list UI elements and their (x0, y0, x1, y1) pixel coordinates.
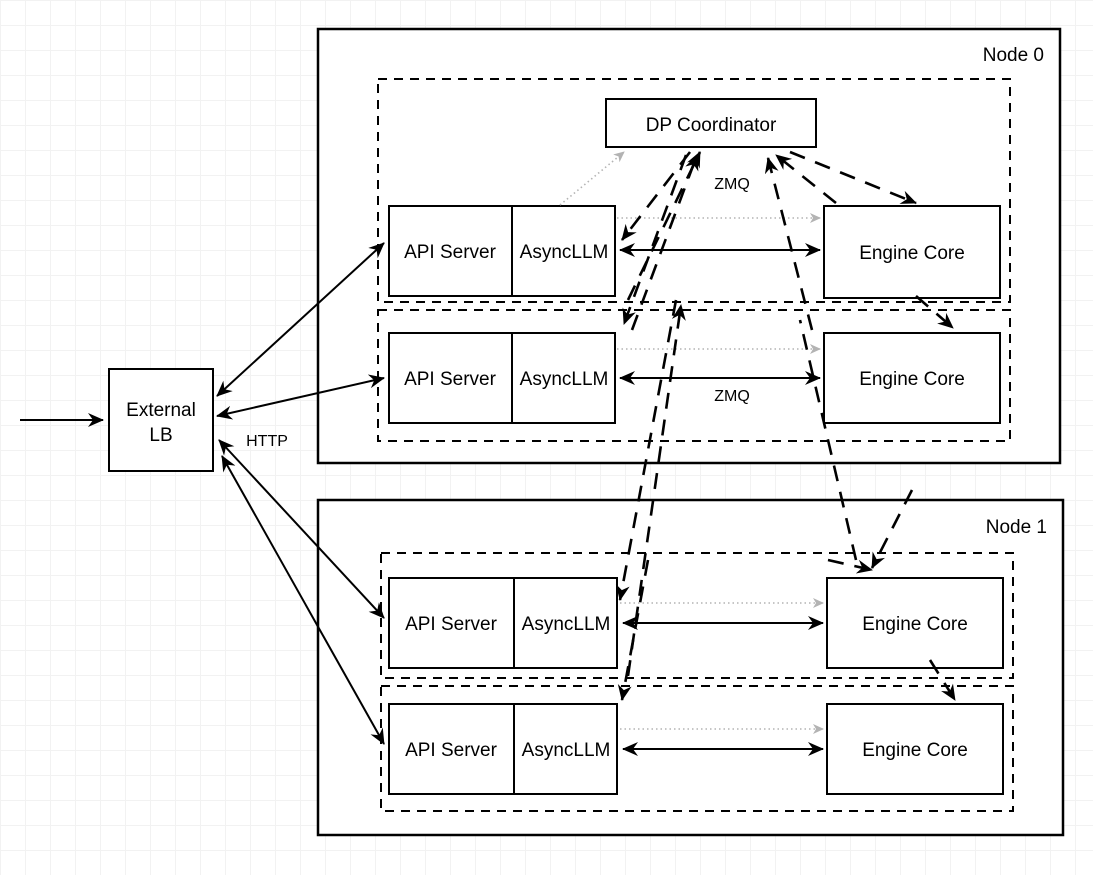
node-0-label: Node 0 (983, 45, 1044, 66)
node-0-group-0-frame (377, 78, 1011, 303)
external-lb-box[interactable] (108, 368, 214, 472)
http-edge-lb-to-node0-group1 (216, 374, 385, 420)
node-0-group-1-async-llm-label: AsyncLLM (520, 369, 609, 390)
node-1-group-0-frame (380, 552, 1014, 679)
zmq-top-label: ZMQ (714, 176, 750, 193)
zmq-edge-coordinator-to-node0-group1-enginecore (915, 295, 954, 329)
node-1-label: Node 1 (986, 517, 1047, 538)
node-1-group-1-api-server-label: API Server (405, 740, 498, 761)
node-0-group-1-api-server-label: API Server (404, 369, 497, 390)
node-0-group-0-engine-core-box[interactable] (823, 205, 1001, 299)
dp-coordinator-label: DP Coordinator (646, 115, 777, 136)
zmq-edge-coordinator-to-node1-group1-enginecore (928, 659, 957, 701)
zmq-edge-node0-group0-enginecore-to-coordinator (775, 153, 837, 205)
dp-coordinator-box[interactable] (605, 98, 817, 148)
zmq-edge-coordinator-to-node1-group0-enginecore-tail (870, 489, 914, 569)
dotted-edge-asyncllm-to-coordinator (559, 151, 625, 206)
node-1-group-1-engine-core-label: Engine Core (862, 740, 968, 761)
external-lb-label-line1: External (126, 400, 196, 421)
node-1-group-0-async-llm-label: AsyncLLM (522, 614, 611, 635)
node-1-group-1-async-llm-label: AsyncLLM (522, 740, 611, 761)
zmq-edge-node0-group1-enginecore-to-coordinator (764, 157, 814, 331)
node-1-group-0-engine-core-box[interactable] (826, 577, 1004, 669)
node-0-group-0-api-server-label: API Server (404, 242, 497, 263)
zmq-edge-node1-group0-enginecore-segment (798, 319, 858, 561)
node-0-group-0-api-server-box[interactable] (388, 205, 616, 297)
node-0-group-1-engine-core-box[interactable] (823, 332, 1001, 424)
node-0-group-1-zmq-label: ZMQ (714, 388, 750, 405)
zmq-edge-coordinator-to-node1-group1-asyncllm (617, 559, 650, 701)
node-0-group-0-engine-core-label: Engine Core (859, 243, 965, 264)
node-0-group-1-api-server-box[interactable] (388, 332, 616, 424)
node-1-group-0-api-server-label: API Server (405, 614, 498, 635)
node-0-group-0-async-llm-label: AsyncLLM (520, 242, 609, 263)
external-lb-label-line2: LB (149, 425, 172, 446)
zmq-edge-coordinator-to-node0-group0-enginecore (789, 150, 917, 205)
zmq-edge-coordinator-to-node0-group1-asyncllm (622, 154, 688, 325)
node-1-group-1-frame (380, 685, 1014, 812)
node-1-group-1-engine-core-box[interactable] (826, 703, 1004, 795)
zmq-edge-coordinator-to-node1-group0-asyncllm (615, 299, 678, 601)
http-edge-lb-to-node1-group1 (221, 455, 385, 745)
zmq-edge-coordinator-to-node1-group0-enginecore (827, 558, 873, 574)
node-1-group-1-api-server-box[interactable] (388, 703, 618, 795)
node-1-group-0-api-server-box[interactable] (388, 577, 618, 669)
node-0-group-1-engine-core-label: Engine Core (859, 369, 965, 390)
http-edge-lb-to-node0-group0 (216, 242, 385, 397)
node-1-group-0-engine-core-label: Engine Core (862, 614, 968, 635)
zmq-edge-node0-group1-asyncllm-to-coordinator (630, 154, 699, 331)
zmq-edge-coordinator-to-node0-group0-asyncllm (620, 151, 692, 241)
http-edge-label: HTTP (246, 433, 288, 450)
